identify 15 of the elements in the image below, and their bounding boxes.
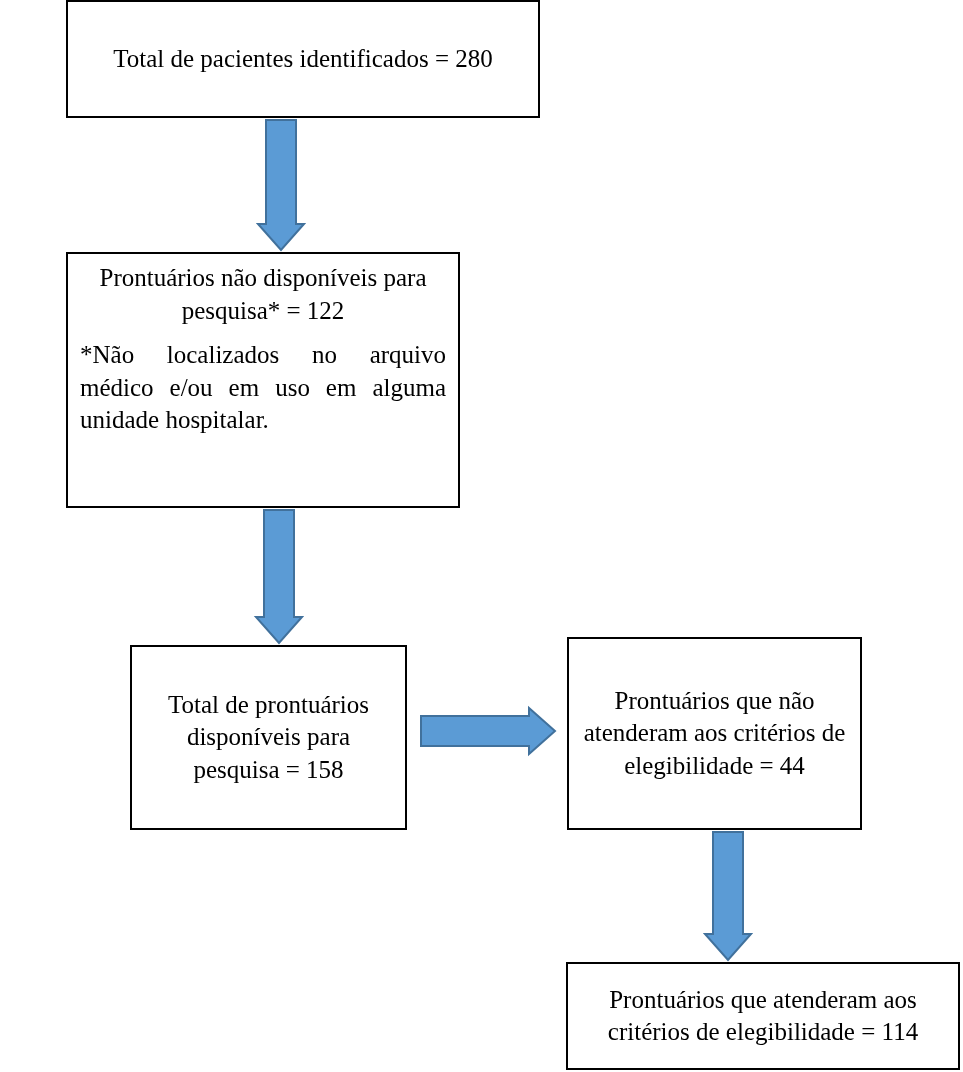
box-heading: Prontuários não disponíveis para pesquisa* = 122	[98, 263, 428, 326]
process-box	[566, 962, 960, 1070]
block-arrow	[702, 831, 754, 962]
box-heading: Total de prontuários disponíveis para pesquisa = 158	[167, 689, 370, 785]
box-heading: Total de pacientes identificados = 280	[112, 43, 494, 74]
box-heading: Prontuários que atenderam aos critérios de elegibilidade = 114	[606, 984, 920, 1047]
process-box	[567, 637, 862, 830]
footnote-text: *Não localizados no arquivo médico e/ou em uso em alguma unidade hospitalar.	[80, 340, 446, 435]
block-arrow	[255, 119, 307, 252]
process-box	[130, 645, 407, 830]
block-arrow	[420, 705, 557, 757]
box-heading: Prontuários que não atenderam aos critérios de elegibilidade = 44	[582, 685, 847, 781]
process-box	[66, 252, 460, 508]
process-box	[66, 0, 540, 118]
block-arrow	[253, 509, 305, 645]
